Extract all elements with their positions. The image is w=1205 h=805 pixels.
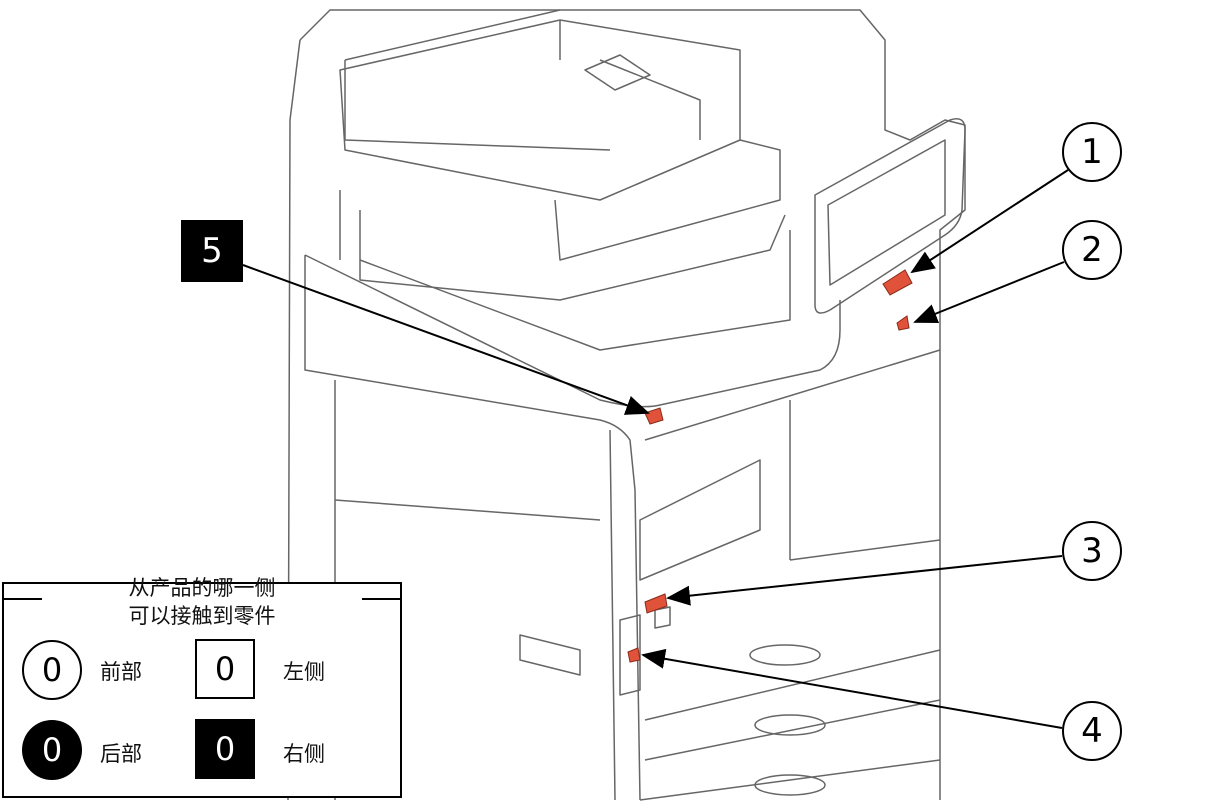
access-side-legend: 从产品的哪一侧 可以接触到零件 0 前部 0 左侧 0 后部 0 右侧 <box>2 576 402 798</box>
legend-title-line2: 可以接触到零件 <box>128 604 276 628</box>
rear-label: 后部 <box>100 742 142 766</box>
part-4-highlight <box>627 647 641 663</box>
legend-top-border-right <box>362 598 400 600</box>
callout-2: 2 <box>1062 220 1122 280</box>
front-label: 前部 <box>100 660 142 684</box>
callout-1: 1 <box>1062 122 1122 182</box>
part-1-highlight <box>882 269 913 296</box>
left-side-label: 左侧 <box>283 660 325 684</box>
callout-3: 3 <box>1062 521 1122 581</box>
callout-5: 5 <box>181 220 243 282</box>
front-symbol-circle: 0 <box>22 640 82 700</box>
arrow-4 <box>641 648 1063 729</box>
arrow-1 <box>910 169 1069 274</box>
arrow-5 <box>242 264 650 415</box>
arrow-2 <box>913 261 1065 324</box>
leader-arrows <box>242 169 1069 729</box>
part-5-highlight <box>644 407 664 425</box>
left-side-symbol-square: 0 <box>195 639 255 699</box>
callout-4: 4 <box>1062 701 1122 761</box>
part-2-highlight <box>896 315 910 331</box>
arrow-3 <box>666 555 1063 606</box>
part-3-highlight <box>644 593 668 614</box>
legend-top-border-left <box>4 598 42 600</box>
rear-symbol-filled-circle: 0 <box>22 720 82 780</box>
highlighted-parts <box>627 269 913 663</box>
right-side-symbol-filled-square: 0 <box>195 719 255 779</box>
legend-title-line1: 从产品的哪一侧 <box>128 576 276 600</box>
right-side-label: 右侧 <box>283 742 325 766</box>
